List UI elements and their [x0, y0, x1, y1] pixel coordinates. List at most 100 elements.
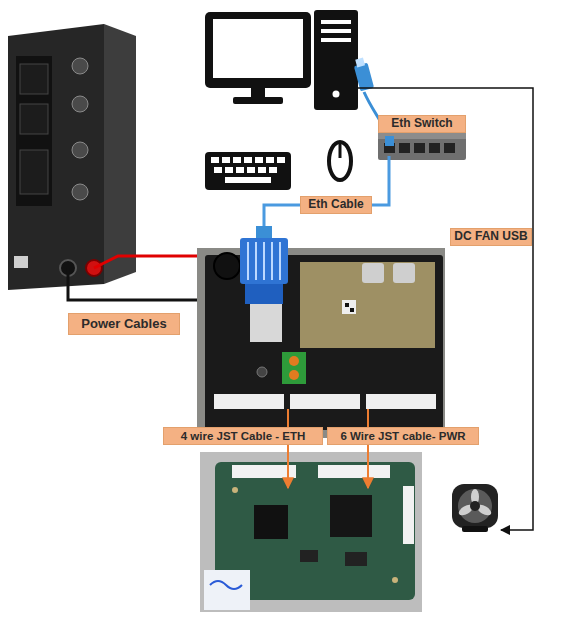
compute-board: [318, 465, 390, 478]
ethernet-switch: [444, 143, 455, 153]
jst-pointer: [287, 409, 289, 427]
compute-board: [210, 581, 242, 589]
power-supply: [20, 64, 48, 94]
mouse: [339, 144, 342, 158]
carrier-board: [257, 367, 267, 377]
dc-fan: [452, 484, 498, 532]
power-supply: [72, 58, 88, 74]
mouse: [329, 142, 351, 180]
computer-monitor: [205, 12, 311, 104]
compute-board: [300, 550, 318, 562]
keyboard: [225, 177, 271, 183]
keyboard: [269, 167, 277, 173]
power-supply: [14, 256, 28, 268]
keyboard: [222, 157, 230, 163]
keyboard: [225, 167, 233, 173]
keyboard: [214, 167, 222, 173]
ethernet-switch: [378, 133, 466, 160]
power-cable: [68, 256, 216, 300]
ethernet-cable: [372, 156, 389, 205]
compute-board: [254, 505, 288, 539]
keyboard: [244, 157, 252, 163]
rj45-plug: [256, 226, 272, 240]
computer-tower: [321, 29, 351, 33]
carrier-board: [345, 303, 349, 307]
rj45-plug: [240, 226, 288, 304]
carrier-board: [289, 356, 299, 366]
label-text: 4 wire JST Cable - ETH: [181, 430, 306, 443]
power-supply: [72, 142, 88, 158]
dc-fan: [470, 501, 480, 511]
ethernet-switch: [385, 136, 394, 146]
ethernet-switch: [429, 143, 440, 153]
compute-board: [204, 570, 250, 610]
rj45-plug: [240, 238, 288, 284]
label-text: DC FAN USB: [454, 230, 527, 243]
callout-label: Power Cables: [68, 313, 180, 335]
carrier-board: [362, 263, 384, 283]
ethernet-cable: [264, 156, 389, 228]
power-supply: [104, 24, 136, 284]
power-supply: [20, 104, 48, 134]
carrier-board: [214, 253, 240, 279]
carrier-board: [289, 370, 299, 380]
carrier-board: [342, 300, 356, 314]
carrier-board: [250, 300, 282, 342]
label-text: Power Cables: [81, 317, 166, 331]
jst-pointer: [288, 409, 368, 488]
power-supply: [72, 184, 88, 200]
keyboard: [205, 152, 291, 190]
carrier-board: [197, 248, 445, 438]
carrier-board: [290, 394, 360, 409]
compute-board: [200, 452, 422, 612]
keyboard: [277, 157, 285, 163]
compute-board: [345, 552, 367, 566]
carrier-board: [300, 262, 435, 348]
computer-tower: [321, 20, 351, 24]
rj45-plug: [245, 284, 283, 304]
carrier-board: [214, 394, 284, 409]
ethernet-cable: [354, 63, 374, 92]
keyboard: [247, 167, 255, 173]
jst-pointer: [287, 445, 289, 488]
rj45-plug: [255, 242, 257, 280]
compute-board: [403, 486, 414, 544]
rj45-plug: [247, 242, 249, 280]
compute-board: [232, 487, 238, 493]
ethernet-switch: [399, 143, 410, 153]
carrier-board: [393, 263, 415, 283]
keyboard: [258, 167, 266, 173]
mouse: [329, 142, 351, 180]
keyboard: [211, 157, 219, 163]
keyboard: [266, 157, 274, 163]
rj45-plug: [279, 242, 281, 280]
dc-fan: [458, 489, 492, 523]
keyboard: [255, 157, 263, 163]
computer-monitor: [233, 97, 283, 104]
computer-tower: [314, 10, 358, 110]
rj45-plug: [263, 242, 265, 280]
computer-tower: [321, 38, 351, 42]
label-text: Eth Cable: [308, 198, 363, 211]
power-supply: [8, 24, 136, 290]
keyboard: [236, 167, 244, 173]
computer-monitor: [205, 12, 311, 88]
computer-monitor: [213, 19, 303, 78]
jst-pointer: [367, 445, 369, 488]
power-supply: [16, 56, 52, 206]
power-supply: [72, 96, 88, 112]
callout-label: Eth Cable: [300, 196, 372, 214]
jst-pointer: [367, 409, 369, 427]
label-text: 6 Wire JST cable- PWR: [340, 430, 465, 443]
rj45-plug: [271, 242, 273, 280]
compute-board: [330, 495, 372, 537]
computer-tower: [314, 10, 358, 110]
computer-monitor: [251, 88, 265, 98]
keyboard: [233, 157, 241, 163]
power-supply: [20, 150, 48, 194]
power-cable: [68, 268, 216, 300]
ethernet-switch: [378, 133, 466, 160]
